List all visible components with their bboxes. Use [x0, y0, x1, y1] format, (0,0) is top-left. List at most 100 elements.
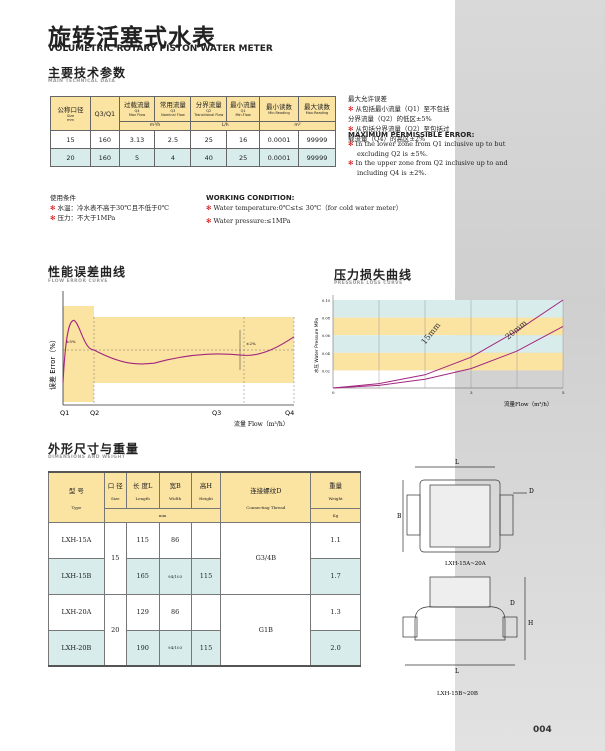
title-cn: 旋转活塞式水表	[48, 25, 216, 51]
th-q2: 分界流量	[195, 100, 222, 109]
pressure-chart-title: 压力损失曲线	[334, 268, 413, 282]
meter-side-body	[414, 606, 506, 641]
tick-q4: Q4	[285, 409, 294, 417]
th-thread: 连接螺纹D	[250, 486, 282, 495]
th-min-en: Min.Reading	[268, 110, 290, 115]
th-unit-m3h: m³/h	[118, 120, 192, 132]
th-hgt-en: Height	[199, 495, 213, 501]
label-L2: L	[455, 668, 459, 675]
side-panel	[455, 0, 605, 751]
cell: 2.0	[310, 629, 361, 667]
x-tick-label: 3	[470, 390, 473, 395]
cell: LXH-15B	[48, 557, 105, 595]
meter-top-face	[429, 484, 491, 548]
th-q3: 常用流量	[159, 100, 186, 109]
cell: 15	[103, 521, 127, 595]
cell: 40	[190, 148, 228, 167]
th-q1-en: Min.Flow	[235, 112, 251, 117]
meter-side-outlet	[502, 616, 518, 638]
error-en-title: MAXIMUM PERMISSIBLE ERROR:	[348, 131, 475, 139]
meter-top-outlet	[499, 494, 514, 536]
th-q4-en: Max Flow	[128, 112, 146, 117]
th-wid: 宽B	[169, 481, 181, 490]
th-type: 型 号	[68, 486, 84, 495]
cell: 86	[158, 521, 192, 559]
page-number: 004	[533, 725, 552, 735]
meter-top-inlet	[406, 494, 421, 536]
label-D: D	[529, 488, 534, 495]
band	[333, 352, 563, 371]
annot-5pct: ±5%	[66, 339, 76, 344]
cell	[190, 521, 222, 559]
cell: 20	[49, 148, 92, 167]
th-len: 长 度L	[132, 481, 153, 490]
cell: 0.0001	[258, 148, 300, 167]
y-tick-label: 0.04	[322, 352, 331, 356]
x-tick-label: 0	[332, 390, 335, 395]
tick-q2: Q2	[90, 409, 99, 417]
y-tick-label: 0.02	[322, 369, 330, 373]
flow-ylabel: 误差 Error（%）	[48, 336, 57, 390]
cell: 5	[118, 148, 156, 167]
dims-subtitle: DIMENSIONS AND WEIGHT	[48, 455, 126, 460]
y-tick-label: 0.10	[322, 299, 330, 303]
series-20mm	[332, 325, 564, 389]
table-row: LXH-20A 20 129 86 G1B 1.3	[48, 593, 361, 667]
series-15mm	[332, 299, 564, 389]
flow-chart-title: 性能误差曲线	[48, 265, 127, 279]
cell: 99999	[298, 148, 336, 167]
band	[333, 335, 563, 353]
cell: 115	[190, 557, 222, 595]
th-hgt: 高H	[199, 481, 213, 490]
cell: 94/103	[158, 557, 192, 595]
th-size-en: Size	[66, 113, 75, 118]
usage-line: 水温：冷水表不高于30℃且不低于0℃	[57, 204, 169, 212]
th-q3-code: Q3	[170, 108, 176, 113]
working-title: WORKING CONDITION:	[206, 194, 295, 202]
error-en-line: In the upper zone from Q2 inclusive up t…	[355, 159, 508, 167]
th-wt: 重量	[329, 481, 343, 490]
cell: 1.3	[310, 593, 361, 631]
cell: 165	[125, 557, 160, 595]
caption-bottom: LXH-15B~20B	[437, 691, 478, 697]
cell: 1.7	[310, 557, 361, 595]
meter-side-head	[429, 576, 491, 608]
label-H: H	[528, 620, 533, 627]
cell: 16	[226, 130, 260, 149]
th-max-en: Max.Reading	[305, 110, 329, 115]
meter-drawings: L B D LXH-15A~20A H D L LXH-15B~20B	[397, 459, 534, 697]
cell: 1.1	[310, 521, 361, 559]
annot-2pct: ±2%	[246, 341, 256, 346]
cell: 25	[190, 130, 228, 149]
cell: 99999	[298, 130, 336, 149]
table-row: LXH-15A 15 115 86 G3/4B 1.1	[48, 521, 361, 595]
dims-title: 外形尺寸与重量	[48, 442, 140, 456]
th-max: 最大读数	[304, 102, 330, 111]
label-L: L	[455, 459, 459, 466]
y-tick-label: 0.06	[322, 334, 330, 338]
table-row: LXH-20B 190 94/103 115 2.0	[48, 629, 361, 667]
cell: LXH-20A	[48, 593, 105, 631]
cell: 25	[226, 148, 260, 167]
tech-subtitle: MAIN TECHNICAL DATA	[48, 79, 116, 84]
th-q4: 过载流量	[124, 100, 151, 109]
th-q1: 最小流量	[230, 100, 257, 109]
cell: 3.13	[118, 130, 156, 149]
flow-chart-subtitle: FLOW ERROR CURVE	[48, 279, 108, 284]
cell: 190	[125, 629, 160, 667]
error-cn-line-text: 从包括分界流量（Q2）至包括过载流量（Q4）的高区±2%	[348, 125, 450, 143]
band-5pct	[63, 306, 94, 402]
th-q3-en: Nominal Flow	[161, 112, 185, 117]
cell: 94/103	[158, 629, 192, 667]
error-cn-line: ✻ 从包括最小流量（Q1）至不包括分界流量（Q2）的低区±5%	[348, 105, 450, 123]
caption-top: LXH-15A~20A	[445, 561, 487, 567]
band	[333, 300, 563, 318]
label-D2: D	[510, 600, 515, 607]
th-q2-code: Q2	[206, 108, 212, 113]
usage-line: 压力：不大于1MPa	[57, 214, 116, 222]
th-unit-lh: L/h	[190, 120, 260, 132]
th-unit-kg: Kg	[310, 507, 361, 523]
error-cn-line-text: 从包括最小流量（Q1）至不包括分界流量（Q2）的低区±5%	[348, 105, 450, 123]
